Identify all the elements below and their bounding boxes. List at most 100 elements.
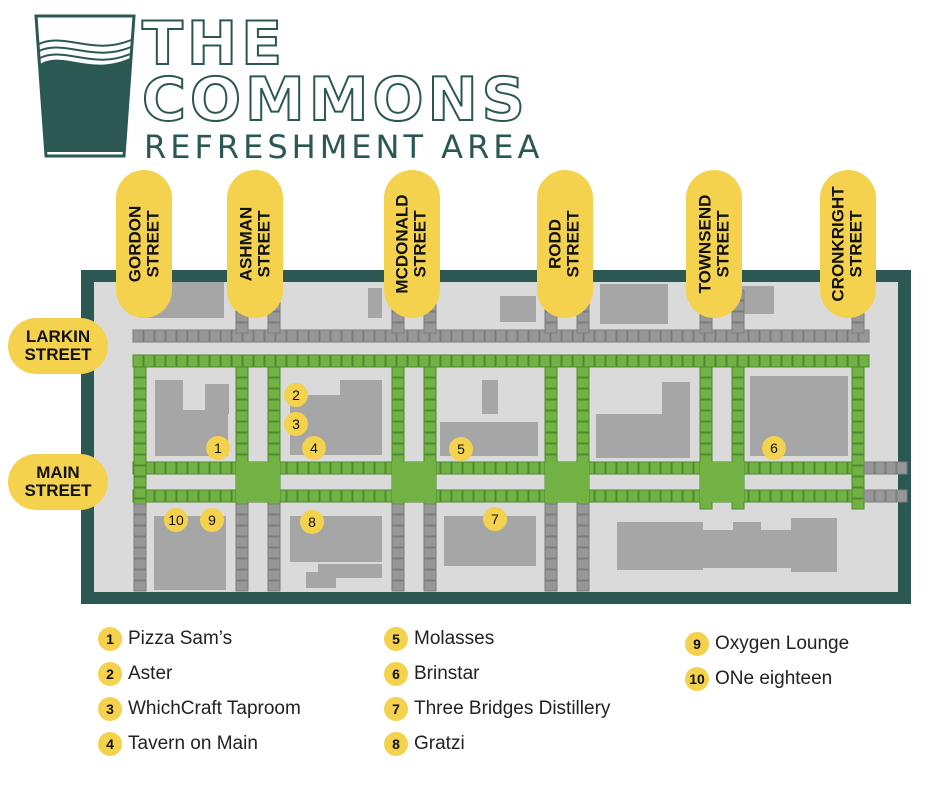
map-marker-7[interactable]: 7 xyxy=(483,507,507,531)
path-tile xyxy=(576,443,590,455)
road-tile xyxy=(133,525,147,537)
map-marker-1[interactable]: 1 xyxy=(206,436,230,460)
path-tile xyxy=(731,366,745,378)
path-tile xyxy=(132,354,144,368)
path-tile xyxy=(235,366,249,378)
road-tile xyxy=(363,329,375,343)
road-tile xyxy=(423,536,437,548)
road-tile xyxy=(885,489,897,503)
path-tile xyxy=(847,354,859,368)
road-tile xyxy=(699,322,713,334)
path-tile xyxy=(682,354,694,368)
path-tile xyxy=(605,489,617,503)
path-tile xyxy=(660,489,672,503)
road-tile xyxy=(440,329,452,343)
map-marker-8[interactable]: 8 xyxy=(300,510,324,534)
road-tile xyxy=(576,558,590,570)
path-tile xyxy=(671,461,683,475)
path-tile xyxy=(649,354,661,368)
road-tile xyxy=(235,322,249,334)
path-tile xyxy=(451,489,463,503)
path-tile xyxy=(352,354,364,368)
road-tile xyxy=(385,329,397,343)
path-tile xyxy=(286,461,298,475)
road-tile xyxy=(660,329,672,343)
road-tile xyxy=(391,547,405,559)
path-tile xyxy=(825,461,837,475)
path-tile xyxy=(770,354,782,368)
road-tile xyxy=(423,547,437,559)
path-tile xyxy=(495,354,507,368)
path-tile xyxy=(851,388,865,400)
road-tile xyxy=(423,525,437,537)
road-tile xyxy=(781,329,793,343)
road-tile xyxy=(423,569,437,581)
path-tile xyxy=(731,399,745,411)
path-tile xyxy=(506,489,518,503)
road-tile xyxy=(391,525,405,537)
road-tile xyxy=(649,329,661,343)
path-tile xyxy=(544,377,558,389)
path-tile xyxy=(671,354,683,368)
path-tile xyxy=(308,461,320,475)
road-tile xyxy=(517,329,529,343)
path-tile xyxy=(341,461,353,475)
map-marker-6[interactable]: 6 xyxy=(762,436,786,460)
path-tile xyxy=(391,399,405,411)
path-tile xyxy=(699,421,713,433)
path-tile xyxy=(374,354,386,368)
path-tile xyxy=(792,461,804,475)
path-tile xyxy=(699,399,713,411)
glass-icon xyxy=(34,14,136,158)
path-tile xyxy=(731,443,745,455)
map-marker-9[interactable]: 9 xyxy=(200,508,224,532)
road-tile xyxy=(462,329,474,343)
road-tile xyxy=(544,503,558,515)
path-tile xyxy=(391,410,405,422)
street-label-townsend: TOWNSEND STREET xyxy=(686,170,742,318)
path-tile xyxy=(440,489,452,503)
building xyxy=(596,414,662,458)
path-tile xyxy=(363,461,375,475)
map-marker-3[interactable]: 3 xyxy=(284,412,308,436)
road-tile xyxy=(267,536,281,548)
road-tile xyxy=(198,329,210,343)
road-tile xyxy=(267,580,281,592)
road-tile xyxy=(770,329,782,343)
map-marker-4[interactable]: 4 xyxy=(302,436,326,460)
path-tile xyxy=(330,354,342,368)
path-tile xyxy=(154,461,166,475)
road-tile xyxy=(165,329,177,343)
path-tile xyxy=(781,354,793,368)
path-tile xyxy=(699,432,713,444)
map-marker-10[interactable]: 10 xyxy=(164,508,188,532)
path-tile xyxy=(851,366,865,378)
building xyxy=(155,380,183,456)
street-label-gordon: GORDON STREET xyxy=(116,170,172,318)
path-tile xyxy=(851,410,865,422)
path-tile xyxy=(396,354,408,368)
map-marker-2[interactable]: 2 xyxy=(284,383,308,407)
road-tile xyxy=(544,525,558,537)
road-tile xyxy=(544,558,558,570)
path-tile xyxy=(704,354,716,368)
street-label-mcdonald: MCDONALD STREET xyxy=(384,170,440,318)
path-tile xyxy=(544,388,558,400)
map-marker-5[interactable]: 5 xyxy=(449,437,473,461)
path-tile xyxy=(851,399,865,411)
path-tile xyxy=(423,377,437,389)
building xyxy=(340,380,382,408)
road-tile xyxy=(896,461,908,475)
road-tile xyxy=(451,329,463,343)
logo-line-2: COMMONS xyxy=(141,65,529,135)
path-tile xyxy=(391,377,405,389)
path-tile xyxy=(308,354,320,368)
road-tile xyxy=(133,547,147,559)
road-tile xyxy=(235,580,249,592)
path-tile xyxy=(638,489,650,503)
road-tile xyxy=(267,525,281,537)
path-tile xyxy=(851,432,865,444)
path-tile xyxy=(297,354,309,368)
path-tile xyxy=(374,489,386,503)
